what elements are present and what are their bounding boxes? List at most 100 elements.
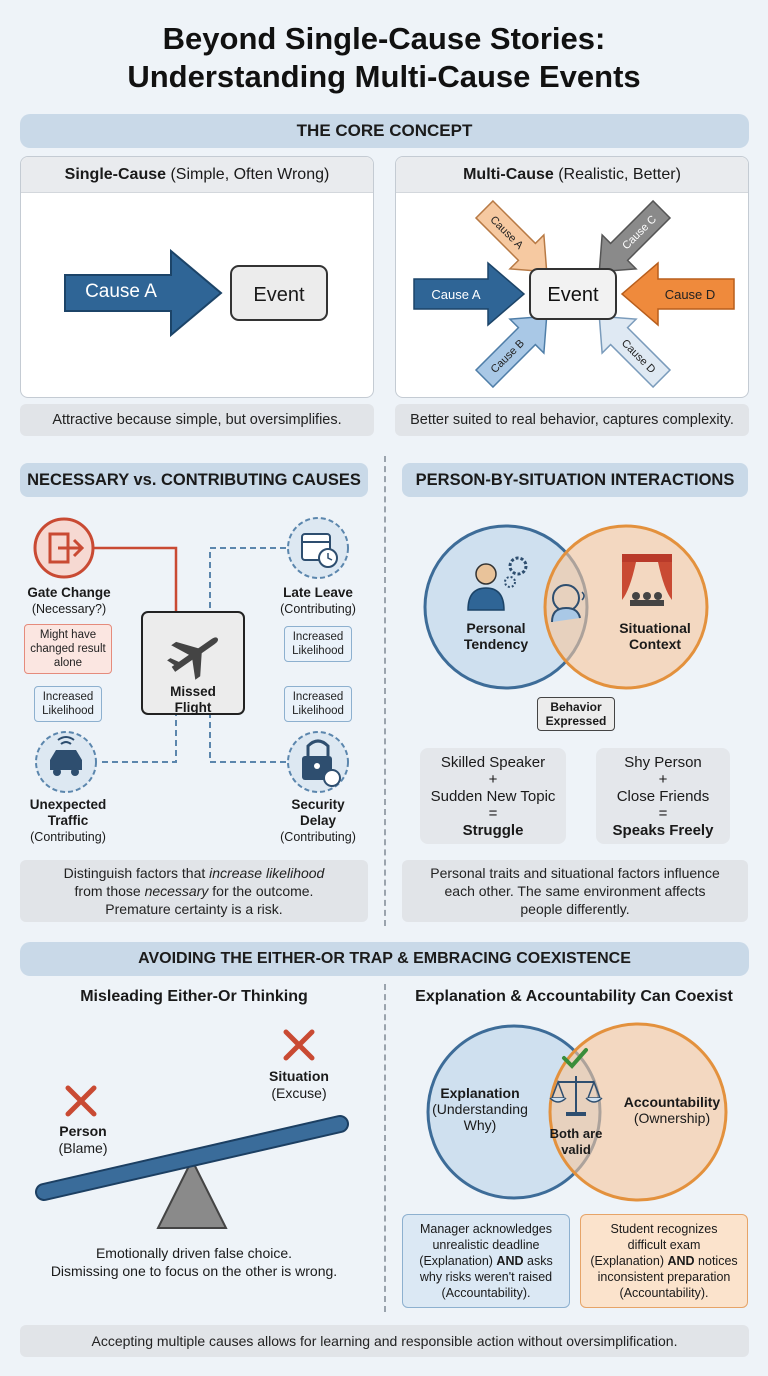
- multi-cause-a-arrow: Cause A: [413, 261, 526, 327]
- gate-change-sub: (Necessary?): [31, 602, 107, 616]
- card2-b: Close Friends: [616, 788, 710, 805]
- accountability-sub: (Ownership): [633, 1110, 711, 1126]
- single-cause-arrow: [64, 248, 223, 338]
- multi-cause-a-label: Cause A: [431, 287, 480, 302]
- necessary-caption-l2c: for the outcome.: [208, 883, 314, 899]
- ps-caption-line1: Personal traits and situational factors …: [430, 865, 720, 881]
- accountability-title: Accountability: [623, 1094, 721, 1110]
- ex2-l3c: notices: [694, 1254, 738, 1268]
- behavior-expressed-line2: Expressed: [545, 714, 607, 728]
- middle-divider-top: [384, 456, 386, 926]
- single-event-box: [230, 265, 328, 321]
- multi-cause-caption: Better suited to real behavior, captures…: [395, 404, 749, 436]
- single-cause-head-bold: Single-Cause: [64, 166, 167, 183]
- single-cause-label: Cause A: [85, 281, 157, 302]
- title-line-2: Understanding Multi-Cause Events: [127, 59, 641, 94]
- late-leave-sub: (Contributing): [280, 602, 356, 616]
- ps-caption-line2: each other. The same environment affects: [444, 883, 706, 899]
- explanation-sub1: (Understanding: [432, 1101, 528, 1117]
- traffic-sub: (Contributing): [30, 830, 106, 844]
- traffic-label-line2: Traffic: [47, 813, 89, 828]
- middle-divider-bottom: [384, 984, 386, 1312]
- calendar-clock-icon: [287, 517, 349, 579]
- either-or-banner: AVOIDING THE EITHER-OR TRAP & EMBRACING …: [20, 942, 749, 976]
- gate-connector: [92, 546, 178, 612]
- ex1-l3b: AND: [496, 1254, 524, 1268]
- either-or-caption: Emotionally driven false choice. Dismiss…: [20, 1244, 368, 1280]
- card2-a: Shy Person: [624, 754, 702, 771]
- seesaw-fulcrum: [156, 1157, 228, 1229]
- ex2-l3a: (Explanation): [590, 1254, 668, 1268]
- student-example-card: Student recognizes difficult exam (Expla…: [580, 1214, 748, 1308]
- either-or-caption-2: Dismissing one to focus on the other is …: [50, 1263, 338, 1279]
- seesaw-diagram: [35, 1029, 349, 1229]
- example-card-shy: Shy Person + Close Friends = Speaks Free…: [596, 748, 730, 844]
- necessary-caption-l2a: from those: [74, 883, 145, 899]
- single-cause-head-rest: (Simple, Often Wrong): [166, 166, 330, 183]
- ex2-l2: difficult exam: [627, 1238, 701, 1252]
- card1-b: Sudden New Topic: [430, 788, 556, 805]
- gate-change-label: Gate Change: [27, 585, 111, 600]
- security-note: Increased Likelihood: [284, 686, 352, 722]
- ex2-l1: Student recognizes: [610, 1222, 718, 1236]
- multi-event-label: Event: [547, 284, 599, 306]
- multi-cause-d-right-label: Cause D: [665, 287, 716, 302]
- example-card-speaker: Skilled Speaker + Sudden New Topic = Str…: [420, 748, 566, 844]
- core-concept-banner: THE CORE CONCEPT: [20, 114, 749, 148]
- single-event-label: Event: [253, 284, 305, 306]
- accountability-label: Accountability (Ownership): [612, 1094, 732, 1126]
- ex1-l2: unrealistic deadline: [432, 1238, 540, 1252]
- situational-context-line2: Context: [628, 636, 682, 652]
- card1-eq: =: [488, 805, 498, 822]
- card1-c: Struggle: [462, 822, 524, 839]
- ex1-l1: Manager acknowledges: [419, 1222, 553, 1236]
- both-valid-line1: Both are: [549, 1126, 603, 1141]
- ps-caption-line3: people differently.: [520, 901, 630, 917]
- late-connector: [209, 547, 286, 612]
- manager-example-card: Manager acknowledges unrealistic deadlin…: [402, 1214, 570, 1308]
- security-label-line2: Delay: [299, 813, 337, 828]
- ex2-l5: (Accountability).: [619, 1286, 709, 1300]
- accountability-circle: [548, 1022, 728, 1202]
- security-label: Security Delay: [260, 797, 376, 829]
- multi-cause-d-right-arrow: Cause D: [620, 261, 735, 327]
- single-cause-header: Single-Cause (Simple, Often Wrong): [21, 157, 373, 193]
- card2-c: Speaks Freely: [612, 822, 714, 839]
- gate-change-icon: [33, 517, 95, 579]
- necessary-caption-l2b: necessary: [144, 883, 209, 899]
- necessary-caption-line3: Premature certainty is a risk.: [105, 901, 283, 917]
- ex1-l5: (Accountability).: [441, 1286, 531, 1300]
- x-mark-icon: [65, 1085, 97, 1117]
- ex2-l3: (Explanation) AND notices: [581, 1253, 747, 1269]
- footer-note: Accepting multiple causes allows for lea…: [20, 1325, 749, 1357]
- explanation-label: Explanation (Understanding Why): [420, 1085, 540, 1133]
- both-valid-line2: valid: [561, 1142, 591, 1157]
- person-label: Person: [59, 1123, 107, 1139]
- security-sub: (Contributing): [280, 830, 356, 844]
- personal-tendency-line2: Tendency: [463, 636, 529, 652]
- traffic-label-line1: Unexpected: [29, 797, 107, 812]
- check-icon: [562, 1048, 588, 1069]
- ex2-l4: inconsistent preparation: [597, 1270, 731, 1284]
- explanation-title: Explanation: [440, 1085, 520, 1101]
- airplane-icon: [167, 637, 219, 680]
- multi-cause-head-bold: Multi-Cause: [463, 166, 554, 183]
- card1-plus: +: [488, 771, 498, 788]
- situation-label: Situation: [269, 1068, 329, 1084]
- card2-eq: =: [658, 805, 668, 822]
- single-cause-diagram: [64, 248, 328, 338]
- single-cause-caption: Attractive because simple, but oversimpl…: [20, 404, 374, 436]
- necessary-caption-l1b: increase likelihood: [209, 865, 325, 881]
- page-title: Beyond Single-Cause Stories: Understandi…: [0, 20, 768, 96]
- ex1-l3a: (Explanation): [419, 1254, 497, 1268]
- traffic-label: Unexpected Traffic: [8, 797, 128, 829]
- person-situation-header: PERSON-BY-SITUATION INTERACTIONS: [402, 463, 748, 497]
- ex1-l3c: asks: [523, 1254, 553, 1268]
- situational-context-label: Situational Context: [600, 620, 710, 652]
- person-sub: (Blame): [58, 1140, 108, 1156]
- multi-cause-panel: Multi-Cause (Realistic, Better) Cause A …: [395, 156, 749, 398]
- coexist-header: Explanation & Accountability Can Coexist: [415, 988, 733, 1005]
- person-situation-venn: [423, 524, 709, 690]
- necessary-caption-line1: Distinguish factors that increase likeli…: [64, 864, 325, 882]
- multi-cause-a-diag-arrow: Cause A: [474, 199, 548, 273]
